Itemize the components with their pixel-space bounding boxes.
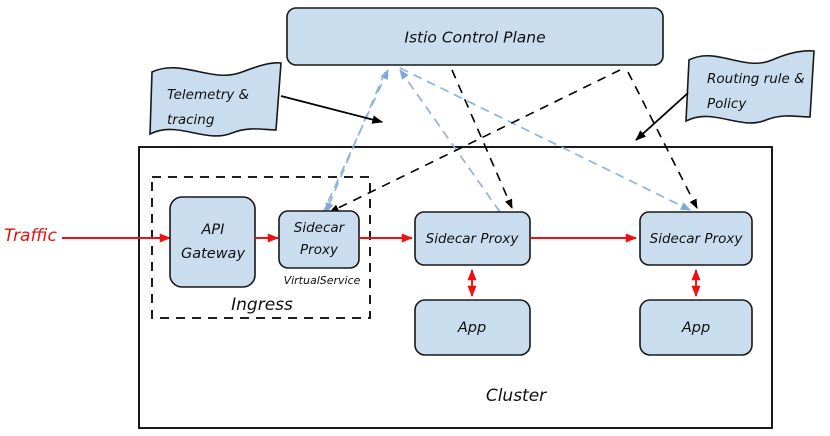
- ingress-sidecar-proxy-label-line1: Sidecar: [294, 220, 346, 236]
- routing-callout-banner[interactable]: [685, 50, 815, 124]
- api-gateway-box[interactable]: [169, 196, 256, 288]
- cluster-label: Cluster: [486, 386, 547, 406]
- app-1-label: App: [457, 320, 486, 336]
- api-gateway-label-line2: Gateway: [181, 246, 245, 262]
- routing-callout-connector: [635, 92, 689, 141]
- config-arrow-ingress: [329, 69, 621, 213]
- cluster-container: [138, 146, 773, 429]
- telemetry-callout-banner[interactable]: [149, 62, 282, 137]
- sidecar-proxy-1-label: Sidecar Proxy: [426, 231, 520, 247]
- ingress-sidecar-proxy-box[interactable]: [278, 210, 360, 269]
- routing-callout-line1: Routing rule &: [707, 71, 805, 87]
- istio-control-plane-box[interactable]: [286, 7, 664, 66]
- ingress-container: [151, 176, 371, 319]
- telemetry-callout-line1: Telemetry &: [167, 87, 249, 103]
- app-2-label: App: [681, 320, 710, 336]
- app-1-box[interactable]: [414, 299, 531, 356]
- api-gateway-label-line1: API: [201, 222, 225, 238]
- app-2-box[interactable]: [639, 299, 753, 356]
- telemetry-arrow-sidecar-2: [399, 67, 691, 211]
- sidecar-proxy-2-box[interactable]: [639, 211, 753, 266]
- ingress-sidecar-proxy-label-line2: Proxy: [300, 242, 339, 258]
- istio-control-plane-label: Istio Control Plane: [404, 29, 545, 47]
- sidecar-proxy-2-label: Sidecar Proxy: [650, 231, 744, 247]
- routing-callout-line2: Policy: [707, 96, 747, 112]
- virtualservice-label: VirtualService: [284, 274, 361, 287]
- traffic-label: Traffic: [4, 226, 57, 246]
- telemetry-arrow-sidecar-1: [399, 69, 501, 213]
- telemetry-callout-connector: [280, 95, 384, 124]
- telemetry-callout-line2: tracing: [167, 112, 215, 128]
- ingress-label: Ingress: [231, 295, 293, 315]
- telemetry-arrow-ingress-down: [325, 71, 386, 213]
